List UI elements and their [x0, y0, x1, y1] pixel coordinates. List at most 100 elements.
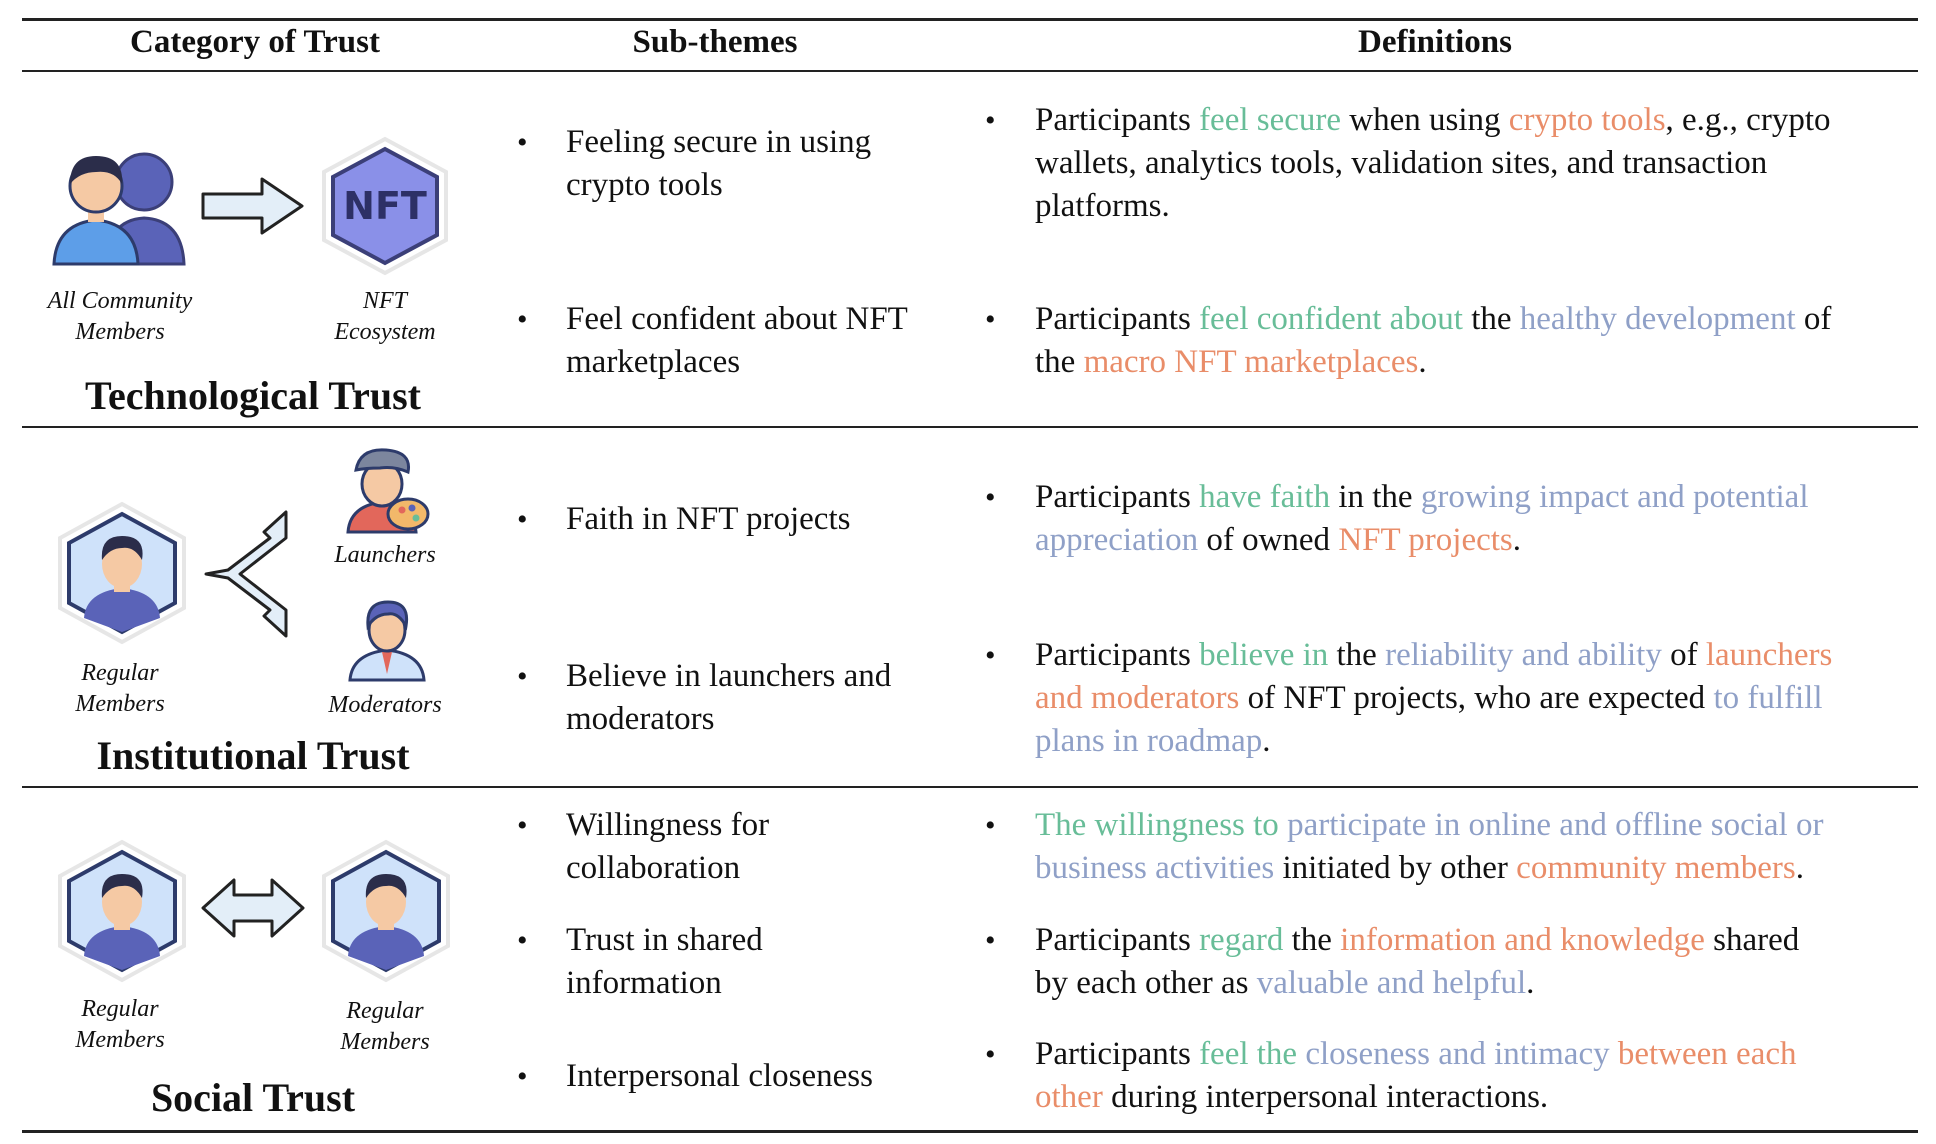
definition-segment: when using: [1341, 102, 1509, 138]
subtheme-bullet: •: [517, 809, 528, 842]
subtheme-bullet: •: [517, 503, 528, 536]
definition-line: business activities initiated by other c…: [1035, 847, 1823, 890]
definition-line: other during interpersonal interactions.: [1035, 1076, 1797, 1119]
right-arrow-icon: [201, 177, 304, 235]
header-definitions: Definitions: [1357, 24, 1512, 60]
moderator-icon: [348, 600, 426, 682]
definition-bullet: •: [985, 639, 996, 672]
regular-member-right-icon: [322, 839, 450, 983]
definition-segment: Participants: [1035, 1036, 1200, 1072]
definition-line: appreciation of owned NFT projects.: [1035, 519, 1808, 562]
definition-segment: appreciation: [1035, 522, 1199, 558]
definition-segment: Participants: [1035, 301, 1200, 337]
table-top-rule: [22, 18, 1918, 21]
definition-segment: growing impact and potential: [1420, 479, 1809, 515]
nft-ecosystem-icon: NFT: [322, 136, 448, 276]
definition-segment: business activities: [1035, 850, 1275, 886]
definition-segment: .: [1262, 723, 1271, 759]
subtheme-bullet: •: [517, 303, 528, 336]
definition-line: platforms.: [1035, 185, 1830, 228]
moderator-label: Moderators: [328, 692, 442, 718]
definition-segment: platforms.: [1035, 188, 1170, 224]
definition-line: Participants believe in the reliability …: [1035, 634, 1832, 677]
definition-line: plans in roadmap.: [1035, 720, 1832, 763]
definition-line: by each other as valuable and helpful.: [1035, 962, 1799, 1005]
subtheme-item: Interpersonal closeness: [566, 1058, 873, 1094]
subtheme-item: Believe in launchers and moderators: [566, 658, 892, 737]
header-category: Category of Trust: [130, 24, 380, 60]
header-subthemes: Sub-themes: [632, 24, 798, 60]
definition-segment: , e.g., crypto: [1665, 102, 1831, 138]
definition-segment: by each other as: [1035, 965, 1257, 1001]
branch-arrow-icon: [204, 510, 288, 638]
definition-segment: The willingness to: [1035, 807, 1279, 843]
definition-segment: closeness and intimacy: [1305, 1036, 1610, 1072]
definition-segment: .: [1795, 850, 1804, 886]
definition-segment: shared: [1704, 922, 1800, 958]
definition-segment: believe in: [1199, 637, 1329, 673]
definition-segment: crypto tools: [1508, 102, 1666, 138]
definition-bullet: •: [985, 924, 996, 957]
definition-segment: Participants: [1035, 102, 1200, 138]
definition-segment: have faith: [1199, 479, 1331, 515]
category-title-technological: Technological Trust: [85, 373, 421, 418]
subtheme-bullet: •: [517, 126, 528, 159]
launcher-label: Launchers: [334, 542, 436, 568]
definition-segment: .: [1418, 344, 1427, 380]
regular-member-right-label: Regular Members: [340, 998, 430, 1055]
definition-item: Participants feel the closeness and inti…: [1035, 1033, 1797, 1119]
definition-bullet: •: [985, 1038, 996, 1071]
definition-bullet: •: [985, 104, 996, 137]
definition-line: wallets, analytics tools, validation sit…: [1035, 142, 1830, 185]
definition-segment: of: [1795, 301, 1832, 337]
definition-segment: community members: [1516, 850, 1796, 886]
definition-line: the macro NFT marketplaces.: [1035, 341, 1831, 384]
definition-item: Participants feel confident about the he…: [1035, 298, 1831, 384]
definition-segment: plans in roadmap: [1035, 723, 1263, 759]
definition-segment: regard: [1199, 922, 1284, 958]
definition-item: Participants regard the information and …: [1035, 919, 1799, 1005]
definition-line: The willingness to participate in online…: [1035, 804, 1823, 847]
subtheme-item: Faith in NFT projects: [566, 501, 851, 537]
definition-segment: the: [1462, 301, 1520, 337]
definition-segment: feel confident about: [1199, 301, 1463, 337]
definition-segment: of owned: [1198, 522, 1339, 558]
definition-segment: Participants: [1035, 922, 1200, 958]
definition-segment: Participants: [1035, 479, 1200, 515]
definition-segment: between each: [1617, 1036, 1797, 1072]
svg-text:NFT: NFT: [343, 184, 427, 228]
launcher-icon: [346, 448, 430, 534]
regular-member-left-label: Regular Members: [75, 996, 165, 1053]
definition-segment: during interpersonal interactions.: [1102, 1079, 1549, 1115]
definition-segment: the: [1328, 637, 1386, 673]
subtheme-item: Feel confident about NFT marketplaces: [566, 301, 908, 380]
subtheme-item: Trust in shared information: [566, 922, 763, 1001]
nft-ecosystem-label: NFT Ecosystem: [334, 288, 436, 345]
definition-segment: other: [1035, 1079, 1103, 1115]
definition-line: Participants regard the information and …: [1035, 919, 1799, 962]
definition-bullet: •: [985, 303, 996, 336]
definition-segment: of NFT projects, who are expected: [1239, 680, 1714, 716]
definition-segment: to fulfill: [1713, 680, 1823, 716]
definition-segment: in the: [1330, 479, 1421, 515]
definition-line: Participants feel the closeness and inti…: [1035, 1033, 1797, 1076]
subtheme-bullet: •: [517, 660, 528, 693]
definition-segment: of: [1661, 637, 1706, 673]
definition-segment: [1279, 807, 1287, 843]
regular-member-left-icon: [58, 839, 186, 983]
definition-segment: participate in online and offline social…: [1287, 807, 1824, 843]
header-rule: [22, 70, 1918, 72]
definition-segment: initiated by other: [1274, 850, 1517, 886]
double-arrow-icon: [201, 878, 305, 938]
subtheme-item: Willingness for collaboration: [566, 807, 770, 886]
row-divider-2: [22, 786, 1918, 788]
definition-segment: wallets, analytics tools, validation sit…: [1035, 145, 1768, 181]
definition-line: Participants feel secure when using cryp…: [1035, 99, 1830, 142]
definition-segment: healthy development: [1519, 301, 1796, 337]
row-divider-1: [22, 426, 1918, 428]
definition-segment: .: [1512, 522, 1522, 558]
definition-segment: [1610, 1036, 1618, 1072]
definition-item: The willingness to participate in online…: [1035, 804, 1823, 890]
definition-segment: feel the: [1199, 1036, 1298, 1072]
definition-segment: information and knowledge: [1340, 922, 1705, 958]
